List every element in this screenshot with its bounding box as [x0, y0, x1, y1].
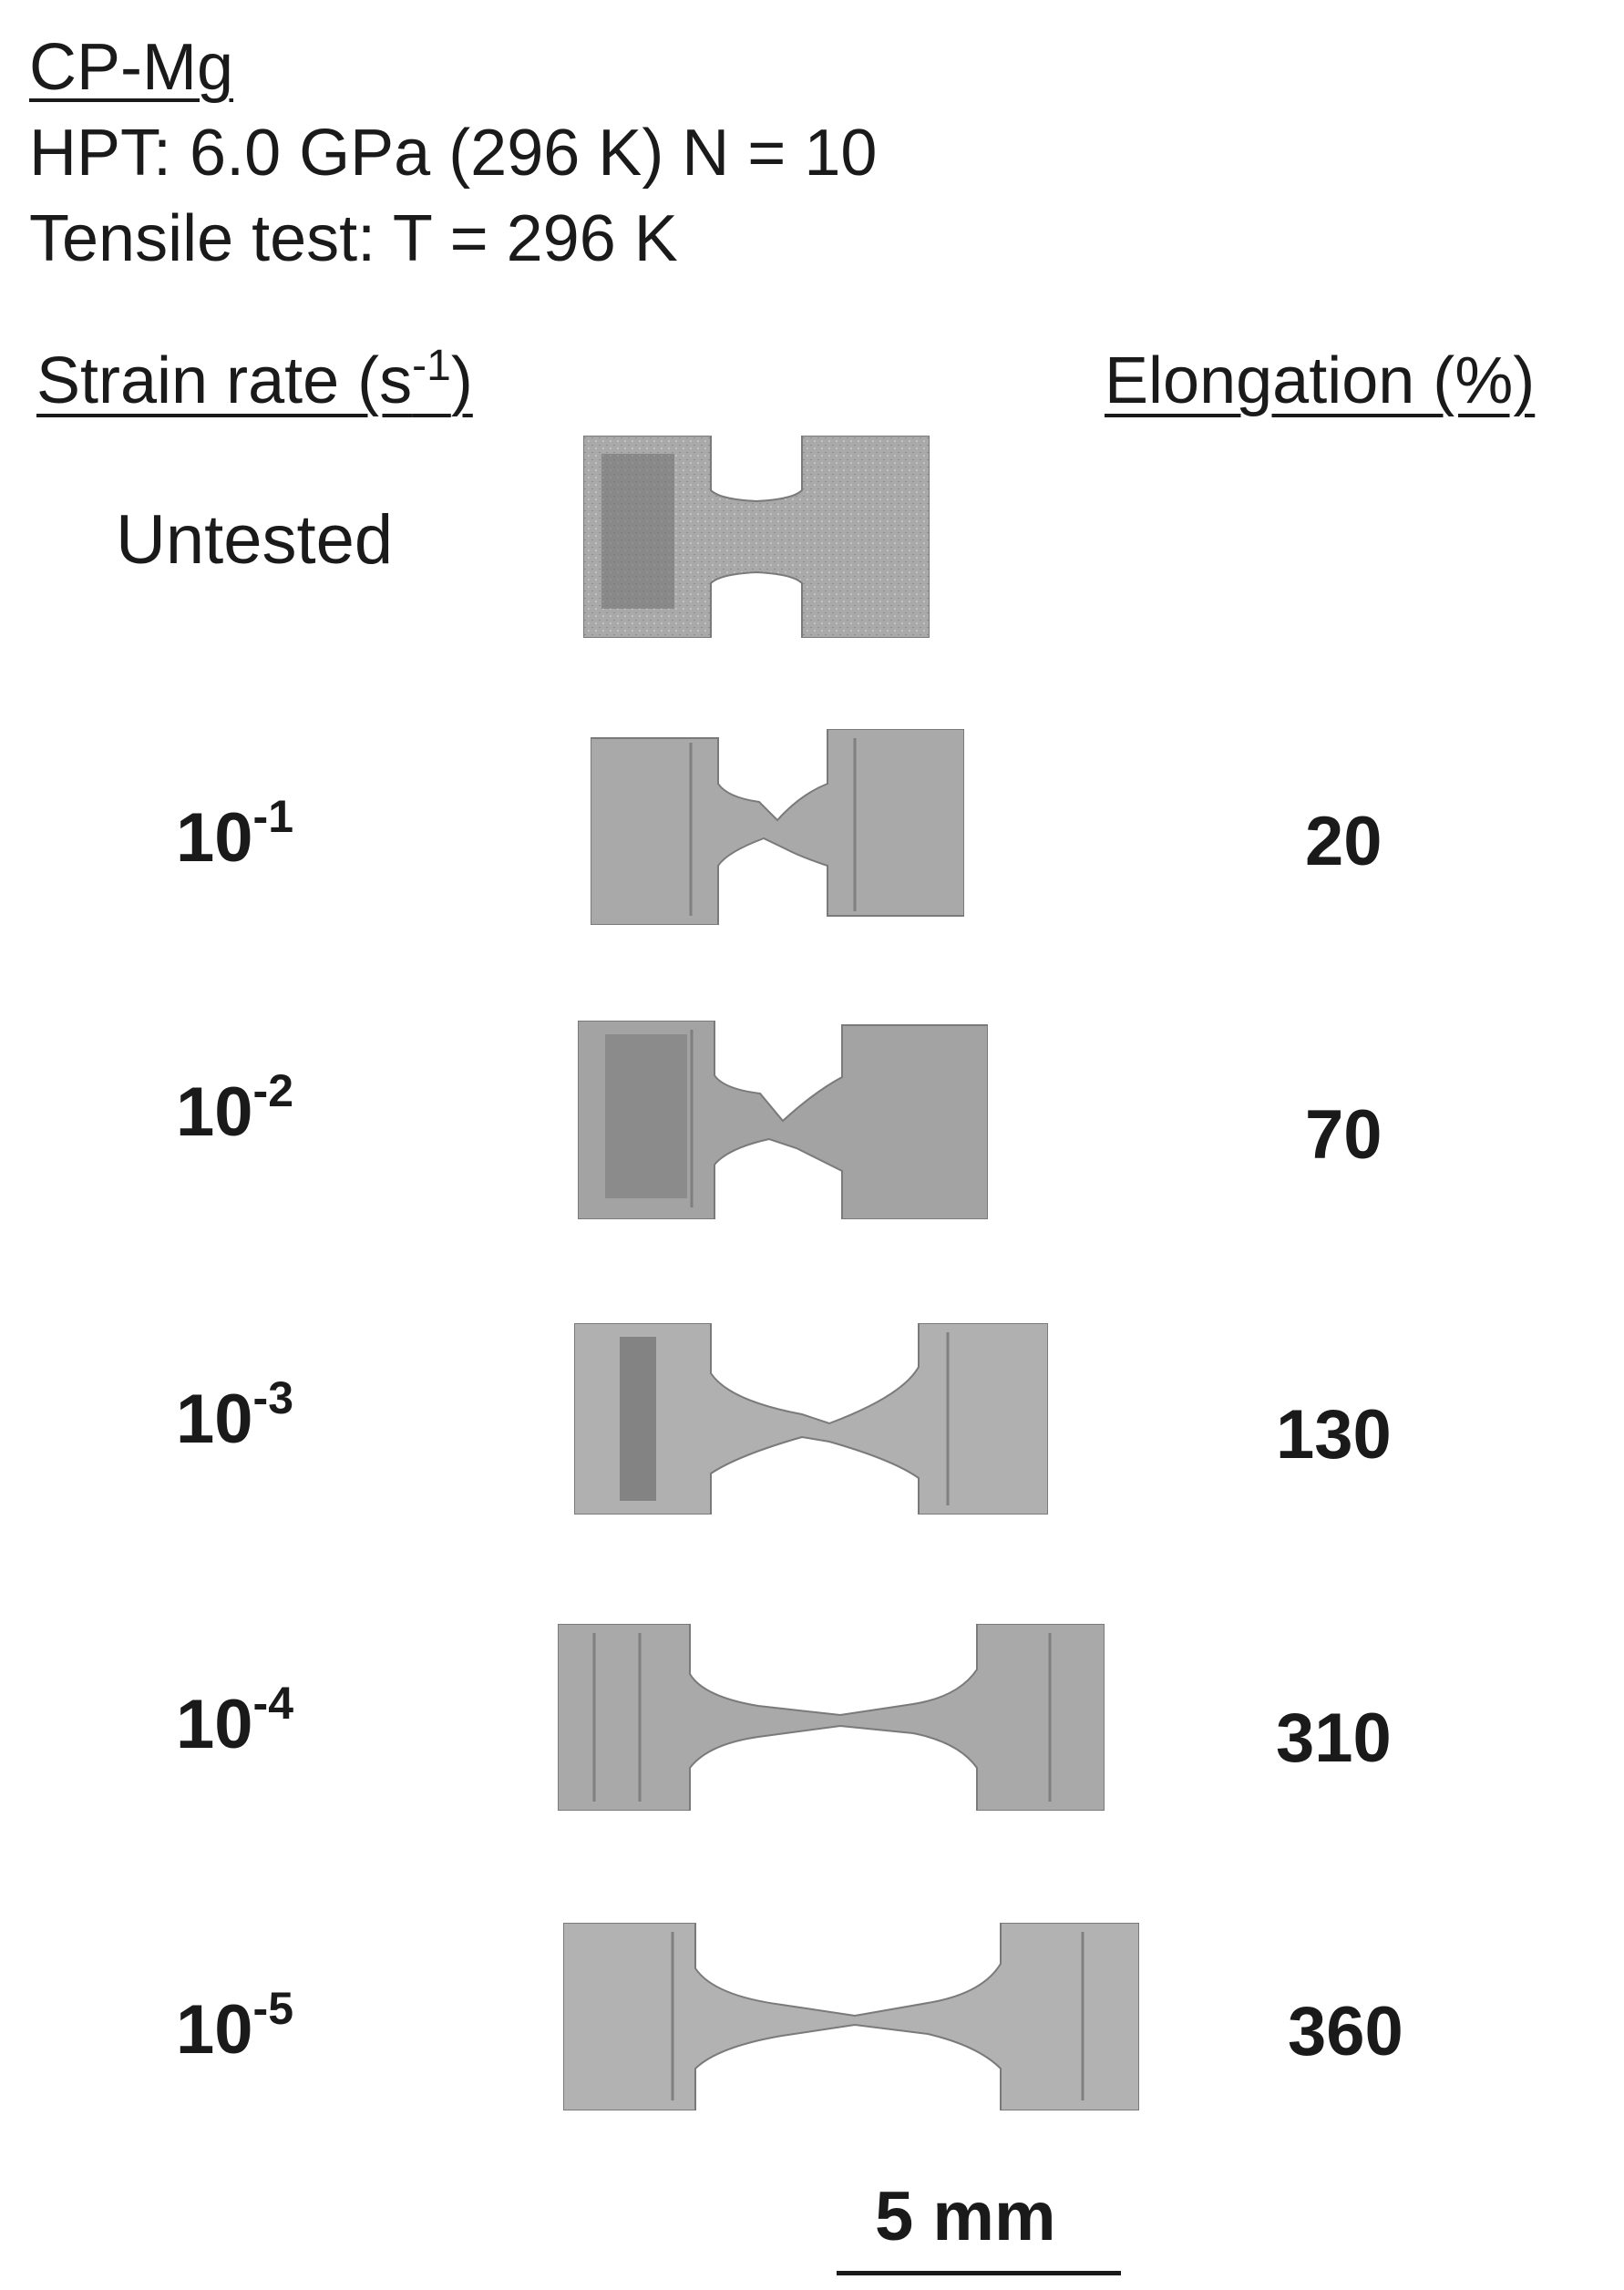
- row-label-rate-1: 10-1: [176, 794, 293, 873]
- elongation-header: Elongation (%): [1105, 344, 1536, 417]
- row-label-rate-2: 10-2: [176, 1068, 293, 1147]
- strain-rate-header: Strain rate (s-1): [36, 344, 473, 415]
- strain-rate-header-close: ): [450, 344, 473, 417]
- rate-base: 10: [176, 1073, 253, 1151]
- specimen-rate-5: [563, 1923, 1139, 2110]
- rate-base: 10: [176, 1381, 253, 1458]
- specimen-rate-3: [574, 1323, 1048, 1515]
- elongation-value-1: 20: [1305, 803, 1382, 880]
- rate-exponent: -2: [252, 1064, 294, 1116]
- rate-base: 10: [176, 1686, 253, 1763]
- row-label-rate-5: 10-5: [176, 1986, 293, 2065]
- strain-rate-header-text: Strain rate (s: [36, 344, 413, 417]
- specimen-rate-1: [591, 729, 964, 925]
- scale-bar: [837, 2271, 1121, 2275]
- elongation-value-3: 130: [1276, 1396, 1392, 1474]
- rate-base: 10: [176, 1991, 253, 2069]
- elongation-value-4: 310: [1276, 1700, 1392, 1777]
- specimen-rate-2: [578, 1021, 988, 1219]
- scale-bar-label: 5 mm: [875, 2178, 1056, 2255]
- specimen-untested: [583, 436, 930, 638]
- strain-rate-header-exponent: -1: [412, 342, 451, 390]
- rate-base: 10: [176, 799, 253, 877]
- tensile-condition: Tensile test: T = 296 K: [29, 202, 678, 275]
- rate-exponent: -3: [252, 1371, 294, 1423]
- rate-exponent: -5: [252, 1982, 294, 2034]
- hpt-condition: HPT: 6.0 GPa (296 K) N = 10: [29, 117, 878, 190]
- specimen-rate-4: [558, 1624, 1105, 1811]
- material-label: CP-Mg: [29, 31, 234, 104]
- row-label-rate-3: 10-3: [176, 1375, 293, 1454]
- rate-exponent: -1: [252, 790, 294, 842]
- row-label-untested: Untested: [116, 501, 394, 579]
- elongation-value-5: 360: [1288, 1993, 1403, 2070]
- row-label-rate-4: 10-4: [176, 1680, 293, 1760]
- rate-exponent: -4: [252, 1677, 294, 1729]
- elongation-value-2: 70: [1305, 1096, 1382, 1174]
